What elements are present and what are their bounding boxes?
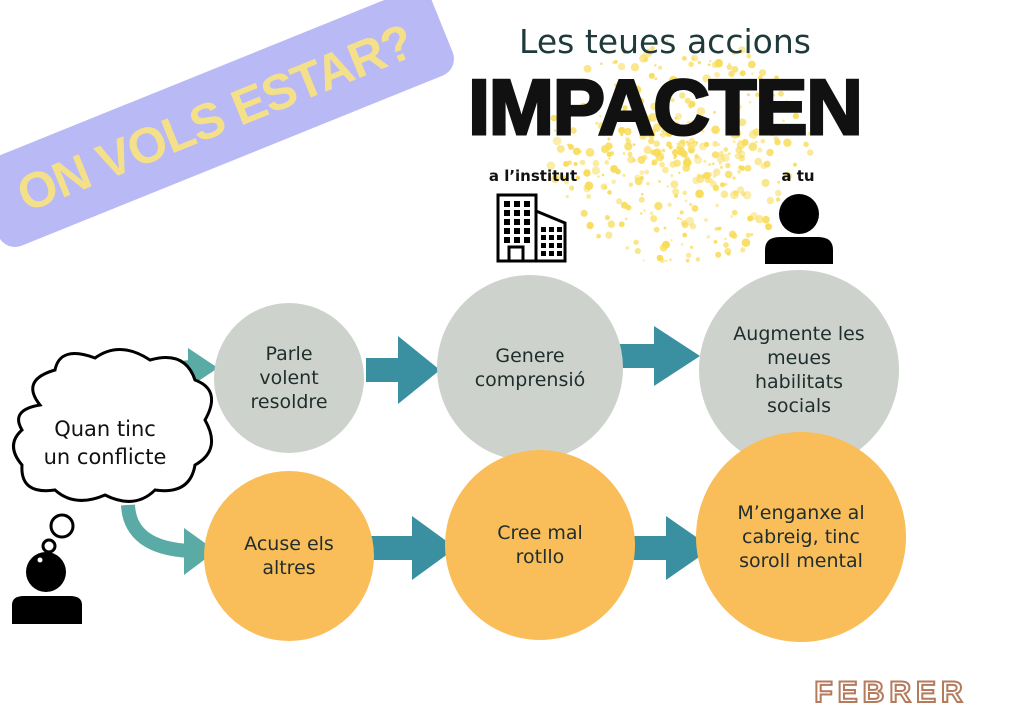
curved-arrow-down bbox=[121, 504, 191, 558]
arrow-icon bbox=[366, 336, 440, 404]
building-icon bbox=[496, 193, 567, 263]
negative-step-3: M’enganxe al cabreig, tinc soroll mental bbox=[696, 432, 906, 642]
subtitle: Les teues accions bbox=[519, 22, 811, 61]
arrow-icon bbox=[620, 516, 712, 580]
positive-step-1: Parle volent resoldre bbox=[214, 303, 364, 453]
yellow-splatter-decoration bbox=[546, 40, 814, 264]
arrow-icon bbox=[366, 516, 456, 580]
column-label-institute: a l’institut bbox=[488, 167, 578, 185]
column-label-you: a tu bbox=[781, 167, 815, 185]
thought-cloud bbox=[12, 348, 214, 503]
negative-step-2: Cree mal rotllo bbox=[445, 450, 635, 640]
trigger-text: Quan tinc un conflicte bbox=[43, 417, 167, 469]
person-icon bbox=[765, 194, 833, 264]
positive-step-2: Genere comprensió bbox=[437, 275, 623, 461]
thinking-person-icon bbox=[12, 552, 82, 624]
brand-logo: FEBRER bbox=[813, 675, 968, 710]
arrow-icon bbox=[612, 326, 700, 386]
negative-step-1: Acuse els altres bbox=[204, 471, 374, 641]
page-title: IMPACTEN bbox=[467, 62, 865, 153]
